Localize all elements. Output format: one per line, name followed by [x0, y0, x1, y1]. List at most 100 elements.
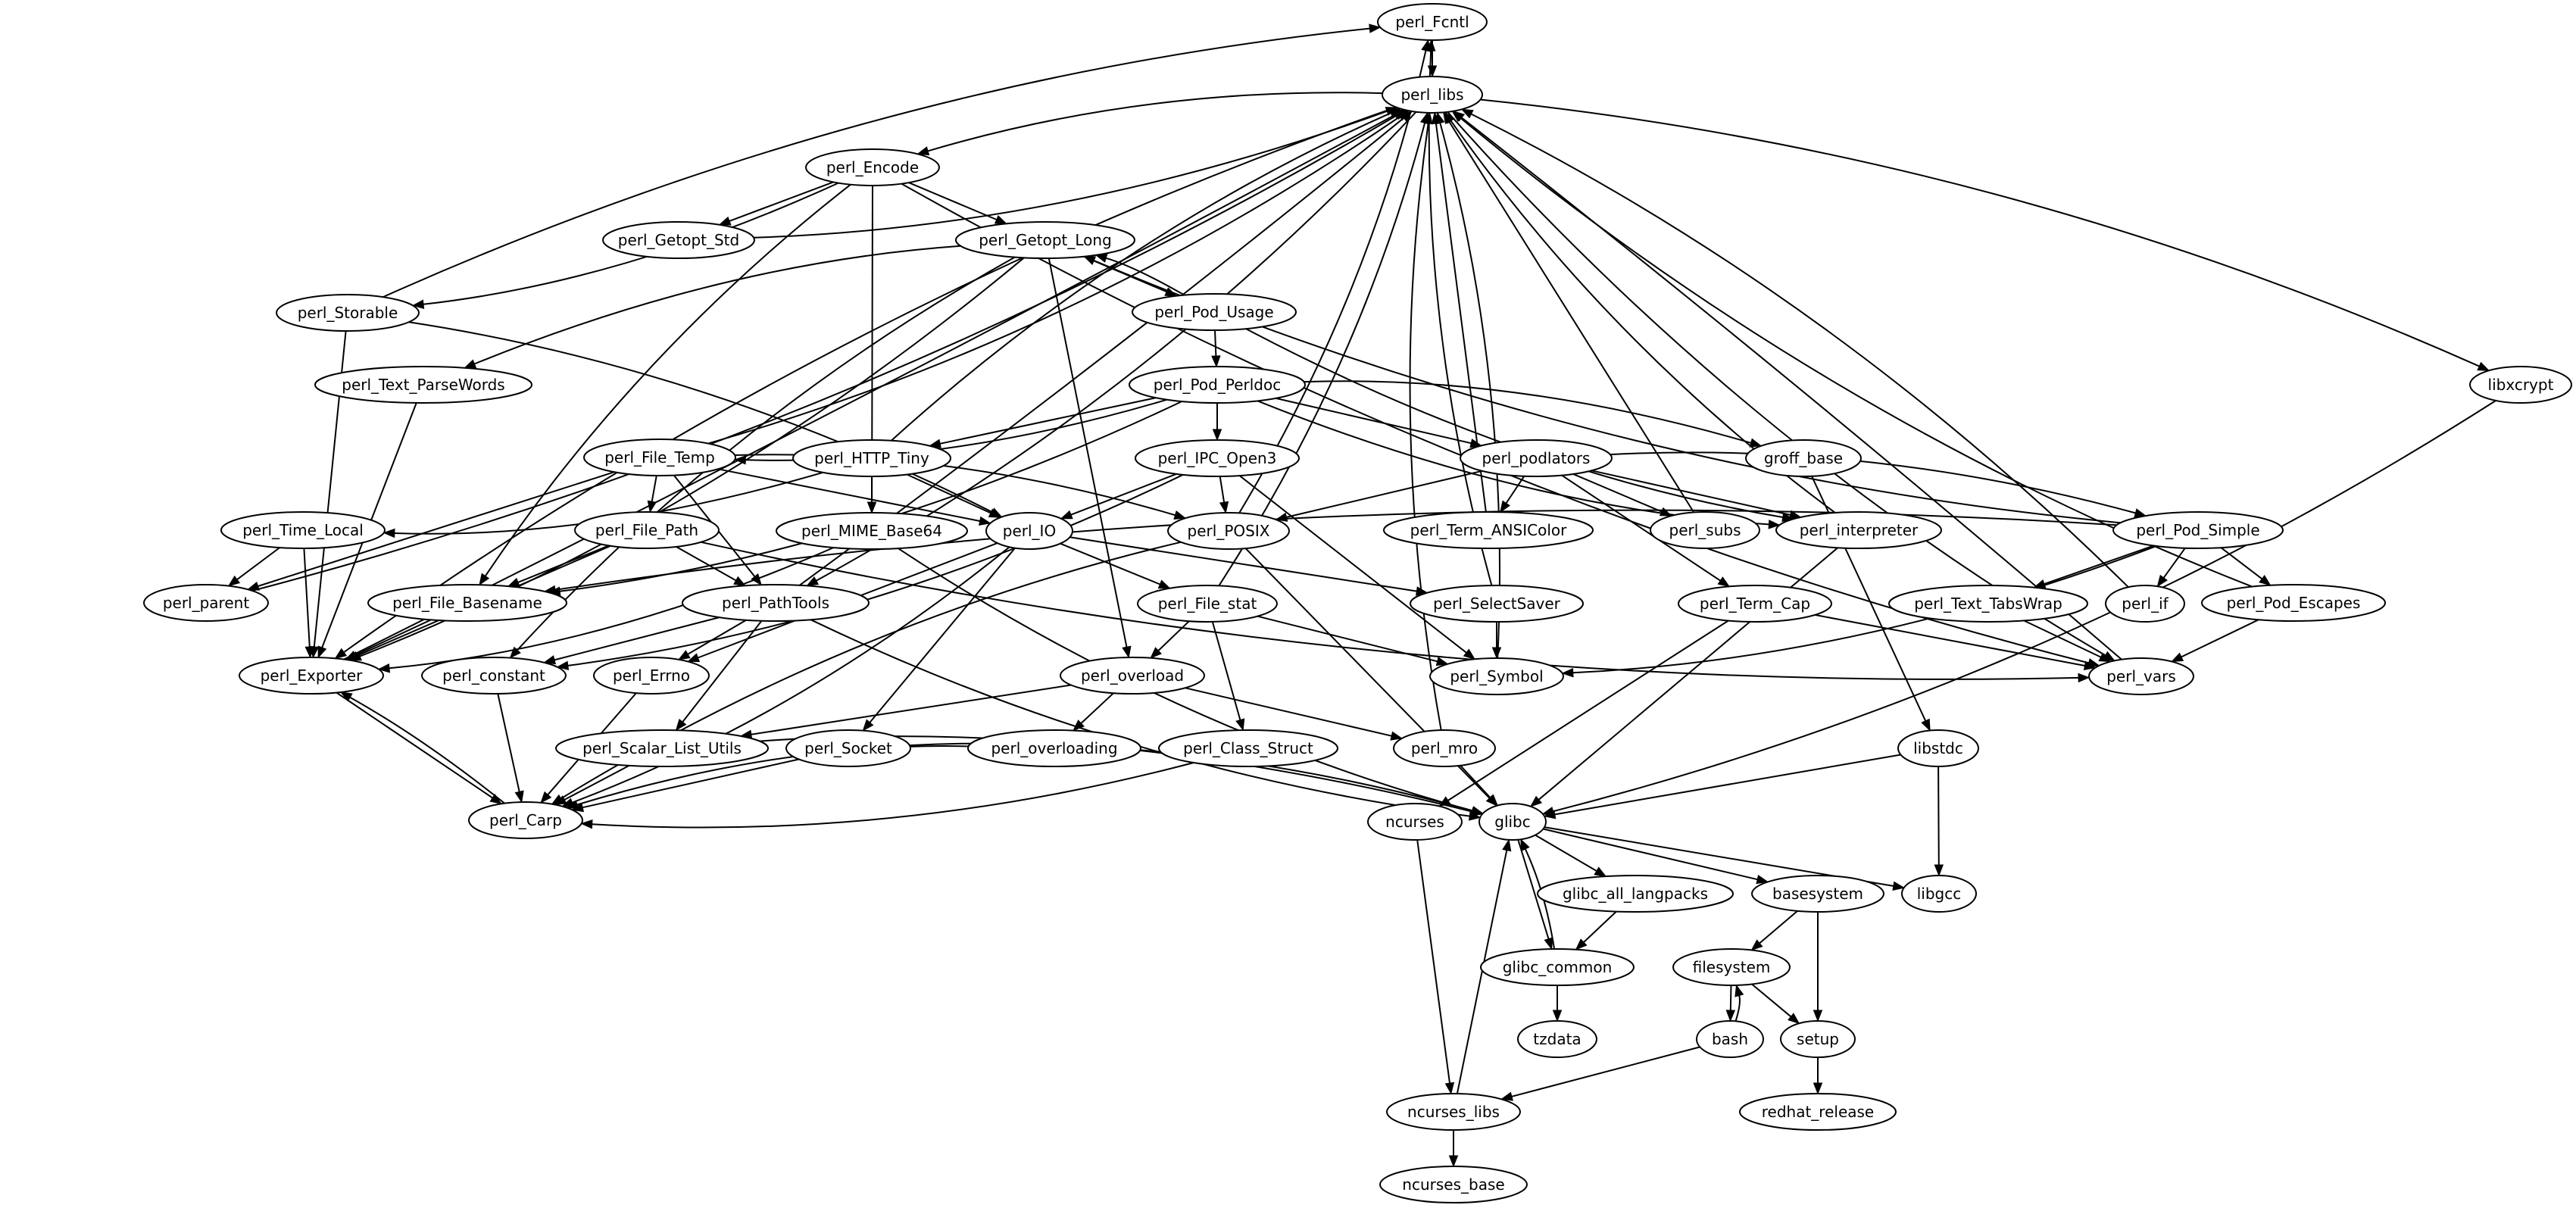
node-perl-selectsaver[interactable]: perl_SelectSaver: [1410, 585, 1584, 623]
node-glibc-all-langpacks[interactable]: glibc_all_langpacks: [1537, 875, 1734, 913]
node-perl-interpreter[interactable]: perl_interpreter: [1775, 511, 1942, 549]
node-ellipse: [1129, 366, 1306, 404]
node-perl-http-tiny[interactable]: perl_HTTP_Tiny: [792, 439, 951, 477]
node-perl-file-temp[interactable]: perl_File_Temp: [583, 439, 736, 476]
node-perl-ipc-open3[interactable]: perl_IPC_Open3: [1135, 439, 1300, 477]
edge-perl-pod-simple-to-perl-text-tabswrap: [2044, 545, 2154, 585]
node-perl-mime-base64[interactable]: perl_MIME_Base64: [776, 512, 968, 550]
node-basesystem[interactable]: basesystem: [1751, 875, 1884, 913]
node-filesystem[interactable]: filesystem: [1672, 948, 1791, 986]
node-perl-overload[interactable]: perl_overload: [1060, 657, 1205, 695]
edge-perl-libs-to-perl-exporter: [343, 106, 1397, 654]
node-libxcrypt[interactable]: libxcrypt: [2469, 366, 2572, 404]
arrowhead-icon: [1500, 1091, 1513, 1101]
node-redhat-release[interactable]: redhat_release: [1739, 1093, 1897, 1131]
node-perl-file-path[interactable]: perl_File_Path: [574, 511, 720, 549]
node-perl-term-cap[interactable]: perl_Term_Cap: [1678, 585, 1832, 623]
node-ellipse: [583, 439, 736, 476]
node-perl-getopt-std[interactable]: perl_Getopt_Std: [602, 221, 755, 259]
node-perl-pod-simple[interactable]: perl_Pod_Simple: [2112, 511, 2284, 549]
node-groff-base[interactable]: groff_base: [1745, 439, 1862, 477]
edge-perl-constant-to-perl-carp: [497, 693, 520, 792]
node-label: perl_Pod_Simple: [2136, 521, 2259, 539]
node-perl-io[interactable]: perl_IO: [985, 512, 1073, 550]
arrowhead-icon: [2259, 575, 2272, 586]
node-label: glibc: [1494, 813, 1531, 831]
arrowhead-icon: [1122, 645, 1132, 659]
node-ncurses-libs[interactable]: ncurses_libs: [1386, 1093, 1521, 1131]
node-ellipse: [143, 584, 269, 622]
arrowhead-icon: [1173, 510, 1187, 520]
arrowhead-icon: [1541, 807, 1555, 816]
node-ncurses-base[interactable]: ncurses_base: [1379, 1166, 1528, 1203]
arrowhead-icon: [1460, 108, 1474, 119]
node-label: perl_Storable: [298, 304, 398, 322]
node-perl-vars[interactable]: perl_vars: [2088, 657, 2194, 695]
node-perl-exporter[interactable]: perl_Exporter: [239, 657, 384, 695]
node-perl-pod-perldoc[interactable]: perl_Pod_Perldoc: [1129, 366, 1306, 404]
arrowhead-icon: [377, 663, 391, 673]
edge-perl-encode-to-perl-getopt-std: [729, 181, 834, 222]
arrowhead-icon: [1892, 881, 1906, 891]
node-perl-constant[interactable]: perl_constant: [421, 657, 567, 695]
node-perl-term-ansicolor[interactable]: perl_Term_ANSIColor: [1383, 511, 1594, 549]
edge-perl-file-temp-to-perl-libs: [707, 116, 1400, 445]
node-label: perl_File_stat: [1158, 595, 1257, 613]
node-perl-errno[interactable]: perl_Errno: [593, 657, 710, 695]
node-libstdc[interactable]: libstdc: [1897, 729, 1979, 767]
edge-glibc-to-glibc-common: [1517, 839, 1550, 939]
node-tzdata[interactable]: tzdata: [1517, 1020, 1597, 1058]
node-glibc-common[interactable]: glibc_common: [1480, 948, 1635, 986]
node-perl-file-basename[interactable]: perl_File_Basename: [367, 584, 567, 622]
node-perl-parent[interactable]: perl_parent: [143, 584, 269, 622]
node-perl-getopt-long[interactable]: perl_Getopt_Long: [955, 221, 1135, 259]
arrowhead-icon: [1211, 355, 1221, 368]
node-perl-pathtools[interactable]: perl_PathTools: [682, 584, 870, 622]
node-ellipse: [1901, 875, 1977, 913]
arrowhead-icon: [1390, 731, 1404, 741]
node-perl-socket[interactable]: perl_Socket: [785, 729, 911, 767]
node-perl-if[interactable]: perl_if: [2105, 585, 2185, 623]
node-perl-text-parsewords[interactable]: perl_Text_ParseWords: [314, 366, 532, 404]
node-perl-class-struct[interactable]: perl_Class_Struct: [1158, 729, 1338, 767]
edge-libxcrypt-to-glibc: [1553, 400, 2496, 813]
arrowhead-icon: [345, 651, 358, 660]
node-label: redhat_release: [1762, 1103, 1875, 1121]
edge-perl-symbol-to-perl-libs: [1439, 123, 1501, 659]
node-perl-pod-usage[interactable]: perl_Pod_Usage: [1132, 293, 1297, 331]
node-perl-subs[interactable]: perl_subs: [1650, 511, 1760, 549]
edge-perl-ipc-open3-to-perl-constant: [567, 473, 1184, 666]
node-label: ncurses_base: [1402, 1175, 1504, 1194]
edge-perl-term-cap-to-perl-vars: [1815, 613, 2085, 666]
node-perl-time-local[interactable]: perl_Time_Local: [220, 511, 386, 549]
node-perl-text-tabswrap[interactable]: perl_Text_TabsWrap: [1888, 585, 2088, 623]
node-bash[interactable]: bash: [1696, 1020, 1764, 1058]
node-perl-scalar-list-utils[interactable]: perl_Scalar_List_Utils: [555, 729, 769, 767]
arrowhead-icon: [1749, 438, 1763, 448]
node-libgcc[interactable]: libgcc: [1901, 875, 1977, 913]
edge-perl-podlators-to-perl-term-cap: [1561, 474, 1721, 582]
node-glibc[interactable]: glibc: [1478, 803, 1547, 841]
node-perl-pod-escapes[interactable]: perl_Pod_Escapes: [2201, 584, 2386, 622]
node-ellipse: [276, 294, 420, 332]
node-perl-podlators[interactable]: perl_podlators: [1460, 439, 1613, 477]
arrowhead-icon: [543, 655, 557, 665]
node-perl-file-stat[interactable]: perl_File_stat: [1137, 585, 1278, 623]
node-perl-storable[interactable]: perl_Storable: [276, 294, 420, 332]
node-setup[interactable]: setup: [1780, 1020, 1856, 1058]
node-perl-libs[interactable]: perl_libs: [1382, 76, 1483, 114]
node-ellipse: [367, 584, 567, 622]
node-ncurses[interactable]: ncurses: [1367, 803, 1463, 841]
edge-perl-interpreter-to-glibc: [1538, 547, 1839, 801]
node-perl-overloading[interactable]: perl_overloading: [967, 729, 1141, 767]
node-ellipse: [239, 657, 384, 695]
node-perl-posix[interactable]: perl_POSIX: [1167, 512, 1290, 550]
node-perl-fcntl[interactable]: perl_Fcntl: [1377, 3, 1488, 41]
node-perl-carp[interactable]: perl_Carp: [468, 801, 583, 839]
arrowhead-icon: [566, 800, 579, 810]
node-perl-symbol[interactable]: perl_Symbol: [1429, 657, 1564, 695]
node-perl-mro[interactable]: perl_mro: [1393, 729, 1496, 767]
edge-perl-libs-to-perl-vars: [1447, 111, 2106, 657]
node-perl-encode[interactable]: perl_Encode: [805, 148, 940, 186]
